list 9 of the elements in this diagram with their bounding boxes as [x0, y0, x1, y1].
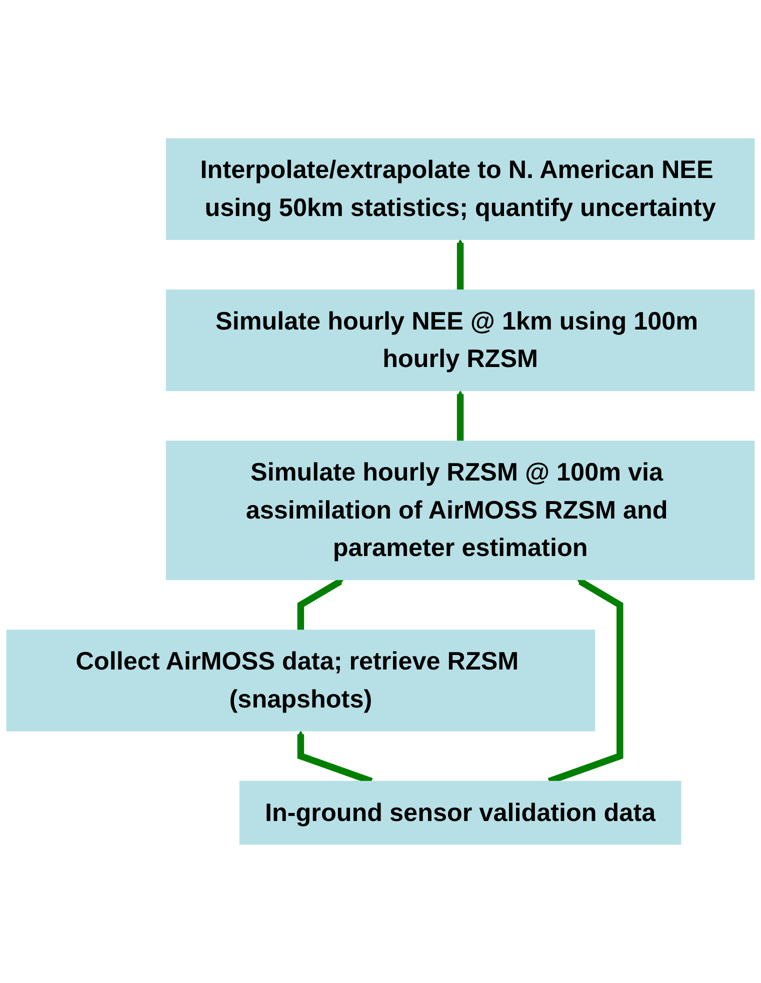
arrow — [456, 239, 464, 290]
node-box — [166, 290, 755, 392]
arrow — [297, 578, 344, 630]
node-box — [6, 630, 596, 732]
node-box — [239, 780, 682, 845]
node-box — [166, 138, 755, 240]
flowchart-drawing: Interpolate/extrapolate to N. American NEE using 50km statistics; quantify uncertainty Simulate hourly NEE @ 1km using 100m hourly RZSM Simulate hourly RZSM @ 100m via assimilation of AirMOSS RZSM and parameter estimation Collect AirMOSS data; retrieve RZSM (snapshots) In-ground sensor validation data — [0, 132, 761, 851]
arrow — [456, 390, 464, 442]
node-box — [166, 440, 755, 580]
